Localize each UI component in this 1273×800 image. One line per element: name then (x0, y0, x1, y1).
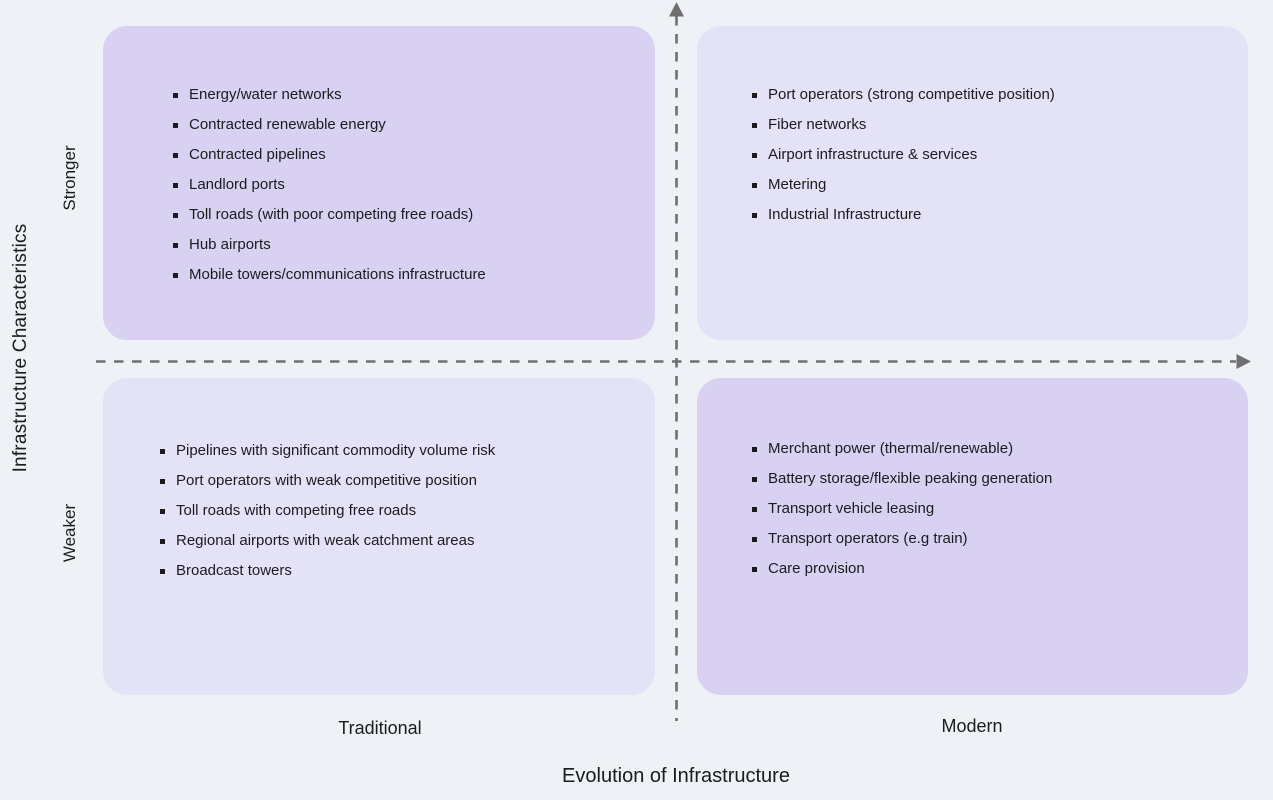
square-bullet-icon (752, 152, 757, 158)
list-item: Industrial Infrastructure (752, 206, 1228, 224)
list-item: Pipelines with significant commodity vol… (160, 442, 635, 460)
quadrant-list-modern-stronger: Port operators (strong competitive posit… (752, 86, 1228, 224)
list-item-label: Landlord ports (189, 176, 285, 193)
square-bullet-icon (160, 508, 165, 514)
list-item-label: Fiber networks (768, 116, 867, 133)
list-item-label: Contracted renewable energy (189, 116, 386, 133)
list-item-label: Regional airports with weak catchment ar… (176, 532, 475, 549)
list-item: Energy/water networks (173, 86, 635, 104)
quadrant-modern-stronger: Port operators (strong competitive posit… (697, 26, 1248, 340)
list-item-label: Energy/water networks (189, 86, 342, 103)
square-bullet-icon (173, 92, 178, 98)
y-axis-label-weaker: Weaker (60, 503, 79, 563)
list-item: Metering (752, 176, 1228, 194)
list-item: Transport operators (e.g train) (752, 530, 1228, 548)
list-item-label: Airport infrastructure & services (768, 146, 978, 163)
list-item: Hub airports (173, 236, 635, 254)
list-item-label: Port operators with weak competitive pos… (176, 472, 477, 489)
quadrant-list-traditional-weaker: Pipelines with significant commodity vol… (160, 442, 635, 580)
square-bullet-icon (173, 212, 178, 218)
square-bullet-icon (173, 152, 178, 158)
square-bullet-icon (160, 538, 165, 544)
list-item: Broadcast towers (160, 562, 635, 580)
square-bullet-icon (173, 122, 178, 128)
quadrant-modern-weaker: Merchant power (thermal/renewable) Batter… (697, 378, 1248, 695)
list-item-label: Pipelines with significant commodity vol… (176, 442, 496, 459)
list-item: Contracted pipelines (173, 146, 635, 164)
list-item: Battery storage/flexible peaking generat… (752, 470, 1228, 488)
square-bullet-icon (752, 446, 757, 452)
square-bullet-icon (173, 272, 178, 278)
list-item: Toll roads with competing free roads (160, 502, 635, 520)
square-bullet-icon (160, 478, 165, 484)
square-bullet-icon (752, 182, 757, 188)
y-axis-label-stronger: Stronger (60, 145, 79, 211)
square-bullet-icon (752, 506, 757, 512)
quadrant-list-modern-weaker: Merchant power (thermal/renewable) Batter… (752, 440, 1228, 578)
right-arrow-icon (1236, 354, 1251, 369)
y-axis-title: Infrastructure Characteristics (10, 223, 31, 473)
square-bullet-icon (752, 212, 757, 218)
list-item-label: Transport vehicle leasing (768, 500, 935, 517)
list-item: Landlord ports (173, 176, 635, 194)
list-item: Transport vehicle leasing (752, 500, 1228, 518)
list-item-label: Merchant power (thermal/renewable) (768, 440, 1014, 457)
list-item: Toll roads (with poor competing free roa… (173, 206, 635, 224)
list-item: Care provision (752, 560, 1228, 578)
list-item: Port operators with weak competitive pos… (160, 472, 635, 490)
square-bullet-icon (160, 568, 165, 574)
list-item-label: Transport operators (e.g train) (768, 530, 968, 547)
list-item-label: Hub airports (189, 236, 271, 253)
list-item: Port operators (strong competitive posit… (752, 86, 1228, 104)
list-item: Regional airports with weak catchment ar… (160, 532, 635, 550)
list-item-label: Battery storage/flexible peaking generat… (768, 470, 1053, 487)
square-bullet-icon (752, 536, 757, 542)
list-item: Airport infrastructure & services (752, 146, 1228, 164)
list-item-label: Contracted pipelines (189, 146, 326, 163)
list-item: Contracted renewable energy (173, 116, 635, 134)
quadrant-traditional-weaker: Pipelines with significant commodity vol… (103, 378, 655, 695)
list-item: Merchant power (thermal/renewable) (752, 440, 1228, 458)
list-item-label: Metering (768, 176, 827, 193)
x-axis-title: Evolution of Infrastructure (562, 765, 790, 787)
square-bullet-icon (752, 476, 757, 482)
list-item-label: Broadcast towers (176, 562, 292, 579)
square-bullet-icon (173, 182, 178, 188)
square-bullet-icon (752, 566, 757, 572)
list-item-label: Toll roads with competing free roads (176, 502, 417, 519)
list-item: Fiber networks (752, 116, 1228, 134)
square-bullet-icon (752, 122, 757, 128)
x-axis-label-traditional: Traditional (338, 718, 422, 738)
list-item: Mobile towers/communications infrastruct… (173, 266, 635, 284)
list-item-label: Toll roads (with poor competing free roa… (189, 206, 474, 223)
square-bullet-icon (160, 448, 165, 454)
list-item-label: Port operators (strong competitive posit… (768, 86, 1055, 103)
list-item-label: Industrial Infrastructure (768, 206, 922, 223)
x-axis-label-modern: Modern (941, 716, 1003, 736)
list-item-label: Mobile towers/communications infrastruct… (189, 266, 486, 283)
square-bullet-icon (752, 92, 757, 98)
square-bullet-icon (173, 242, 178, 248)
list-item-label: Care provision (768, 560, 865, 577)
up-arrow-icon (669, 2, 684, 17)
